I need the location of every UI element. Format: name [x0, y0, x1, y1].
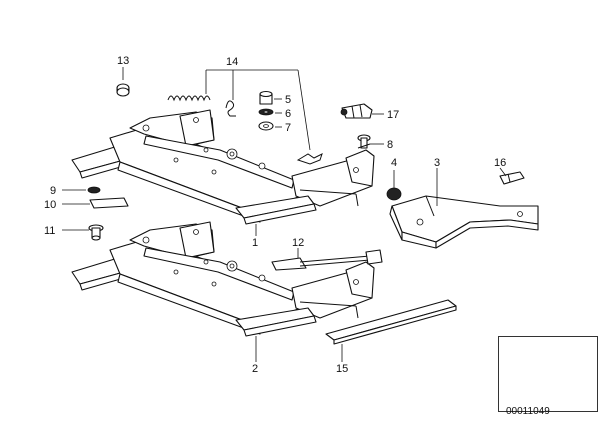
callout-15: 15: [336, 363, 348, 375]
part-10-plate: [89, 197, 129, 209]
part-17-sensor: [340, 103, 373, 119]
part-15-strip: [325, 299, 457, 345]
part-13-plug: [116, 83, 130, 97]
callout-10: 10: [44, 199, 56, 211]
upper-seat-rail-assembly: [71, 109, 375, 225]
parts-5-6-7-bushings: [258, 90, 274, 131]
callout-labels: 13 14 5 6 7 17 8 4 3 16 9 10 11 1 12 2 1…: [44, 55, 506, 375]
callout-13: 13: [117, 55, 129, 67]
part-16-clip: [499, 171, 525, 185]
callout-9: 9: [50, 185, 56, 197]
callout-12: 12: [292, 237, 304, 249]
part-3-seat-bracket: [389, 195, 539, 249]
callout-8: 8: [387, 139, 393, 151]
part-8-bolt: [357, 134, 371, 149]
callout-4: 4: [391, 157, 397, 169]
callout-2: 2: [252, 363, 258, 375]
callout-3: 3: [434, 157, 440, 169]
diagram-id: 00011049: [506, 406, 550, 417]
callout-17: 17: [387, 109, 399, 121]
part-4-cap: [386, 187, 402, 201]
part-14-springs: [167, 95, 323, 165]
callout-7: 7: [285, 122, 291, 134]
part-12-link-rod: [271, 249, 383, 271]
callout-14: 14: [226, 56, 238, 68]
part-9-washer: [87, 186, 101, 194]
leader-lines: [62, 67, 507, 362]
callout-1: 1: [252, 237, 258, 249]
car-inset-frame: [498, 336, 598, 412]
callout-5: 5: [285, 94, 291, 106]
lower-seat-rail-assembly: [71, 221, 375, 337]
callout-6: 6: [285, 108, 291, 120]
part-11-rivet: [88, 224, 104, 241]
callout-16: 16: [494, 157, 506, 169]
callout-11: 11: [44, 225, 55, 237]
